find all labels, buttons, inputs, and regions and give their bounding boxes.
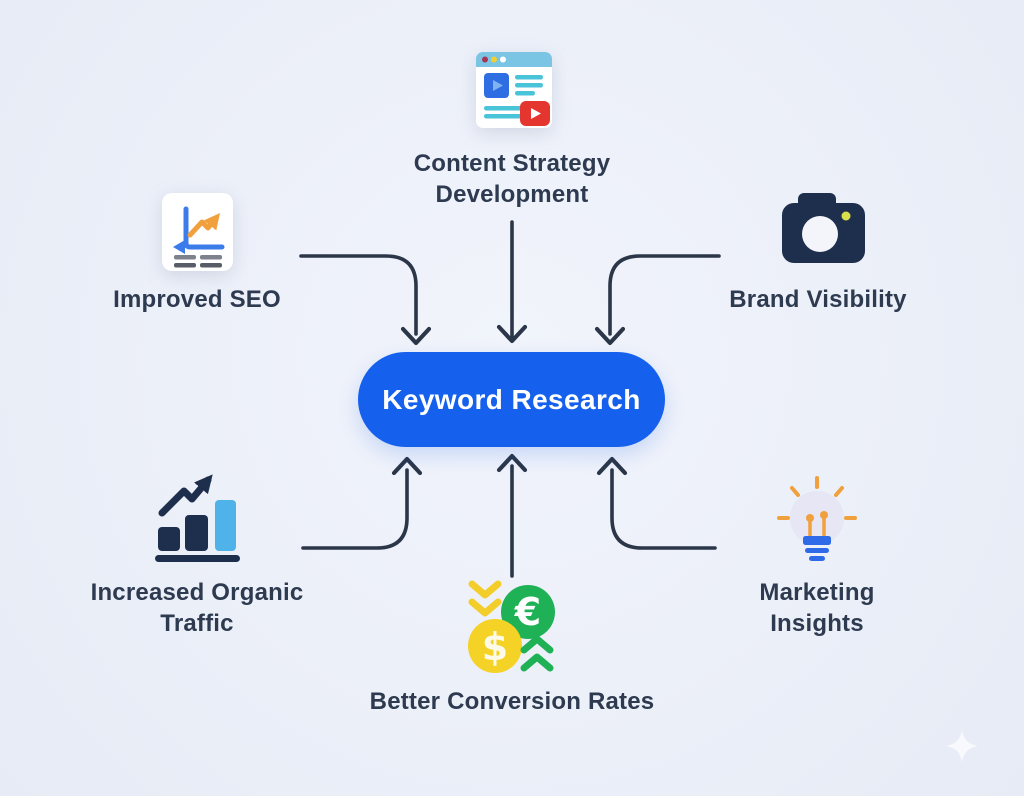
sparkle-watermark [946,730,978,762]
svg-text:€: € [514,590,541,634]
node-label-brand-visibility: Brand Visibility [729,286,907,313]
node-label-improved-seo: Improved SEO [113,286,281,313]
arrowhead-improved-seo [400,326,432,346]
node-label-marketing-insights: Marketing Insights [759,579,875,638]
node-label-conversion-rates: Better Conversion Rates [369,688,655,715]
seo-line-chart-icon [162,193,233,271]
currency-exchange-icon: € $ [468,580,555,673]
arrow-from-marketing-insights [610,468,717,550]
arrowhead-conversion-rates [496,453,528,473]
growth-bar-chart-icon [155,474,240,562]
arrowhead-organic-traffic [391,456,423,476]
arrowhead-brand-visibility [594,326,626,346]
svg-text:$: $ [482,625,508,669]
center-label: Keyword Research [382,383,641,415]
arrowhead-marketing-insights [596,456,628,476]
arrow-from-organic-traffic [301,468,409,550]
browser-video-icon [476,52,552,128]
camera-icon [782,193,865,263]
center-node-keyword-research: Keyword Research [358,352,665,447]
arrowhead-content-strategy [496,324,528,344]
node-label-content-strategy: Content Strategy Development [413,150,611,209]
node-label-organic-traffic: Increased Organic Traffic [90,579,304,638]
lightbulb-icon [777,476,857,561]
